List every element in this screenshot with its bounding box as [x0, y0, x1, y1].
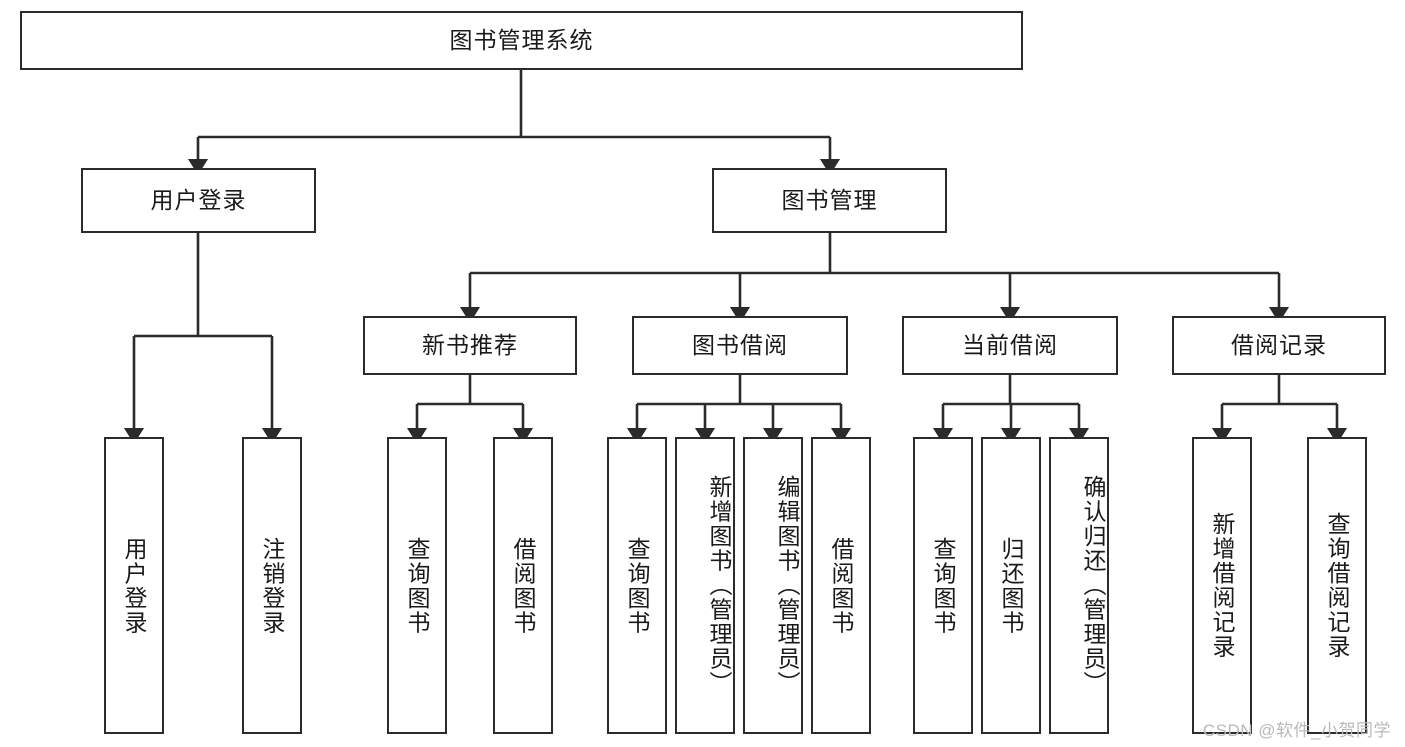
leaf-confirm-return-admin[interactable]: 确认归还（管理员） — [1049, 437, 1109, 734]
node-new-book-recommend[interactable]: 新书推荐 — [363, 316, 577, 375]
node-label: 图书管理系统 — [449, 26, 594, 53]
leaf-borrow-book-borrow[interactable]: 借阅图书 — [811, 437, 871, 734]
node-label: 查询图书 — [404, 536, 431, 635]
node-label: 查询图书 — [930, 536, 957, 635]
node-label: 确认归还（管理员） — [1080, 475, 1106, 696]
node-label: 图书管理 — [781, 186, 878, 213]
node-root-book-management-system[interactable]: 图书管理系统 — [20, 11, 1023, 70]
leaf-return-book[interactable]: 归还图书 — [981, 437, 1041, 734]
node-label: 新增借阅记录 — [1209, 512, 1236, 659]
node-label: 新书推荐 — [422, 331, 518, 358]
node-label: 查询图书 — [624, 536, 651, 635]
node-label: 借阅图书 — [828, 536, 855, 635]
node-book-borrow[interactable]: 图书借阅 — [632, 316, 848, 375]
node-label: 当前借阅 — [962, 331, 1058, 358]
csdn-watermark: CSDN @软件_小贺同学 — [1202, 721, 1391, 740]
node-label: 借阅记录 — [1231, 331, 1327, 358]
node-label: 新增图书（管理员） — [706, 475, 732, 696]
leaf-user-login[interactable]: 用户登录 — [104, 437, 164, 734]
leaf-query-book-current[interactable]: 查询图书 — [913, 437, 973, 734]
node-user-login[interactable]: 用户登录 — [81, 168, 316, 233]
node-book-management[interactable]: 图书管理 — [712, 168, 947, 233]
leaf-query-borrow-record[interactable]: 查询借阅记录 — [1307, 437, 1367, 734]
node-label: 注销登录 — [259, 536, 286, 635]
node-label: 归还图书 — [998, 536, 1025, 635]
leaf-add-book-admin[interactable]: 新增图书（管理员） — [675, 437, 735, 734]
leaf-query-book-recommend[interactable]: 查询图书 — [387, 437, 447, 734]
node-label: 借阅图书 — [510, 536, 537, 635]
node-label: 用户登录 — [150, 186, 247, 213]
node-label: 用户登录 — [121, 536, 148, 635]
node-label: 图书借阅 — [692, 331, 788, 358]
leaf-borrow-book-recommend[interactable]: 借阅图书 — [493, 437, 553, 734]
node-label: 编辑图书（管理员） — [774, 475, 800, 696]
node-current-borrow[interactable]: 当前借阅 — [902, 316, 1118, 375]
leaf-edit-book-admin[interactable]: 编辑图书（管理员） — [743, 437, 803, 734]
leaf-query-book-borrow[interactable]: 查询图书 — [607, 437, 667, 734]
node-label: 查询借阅记录 — [1324, 512, 1351, 659]
leaf-add-borrow-record[interactable]: 新增借阅记录 — [1192, 437, 1252, 734]
node-borrow-record[interactable]: 借阅记录 — [1172, 316, 1386, 375]
leaf-user-logout[interactable]: 注销登录 — [242, 437, 302, 734]
